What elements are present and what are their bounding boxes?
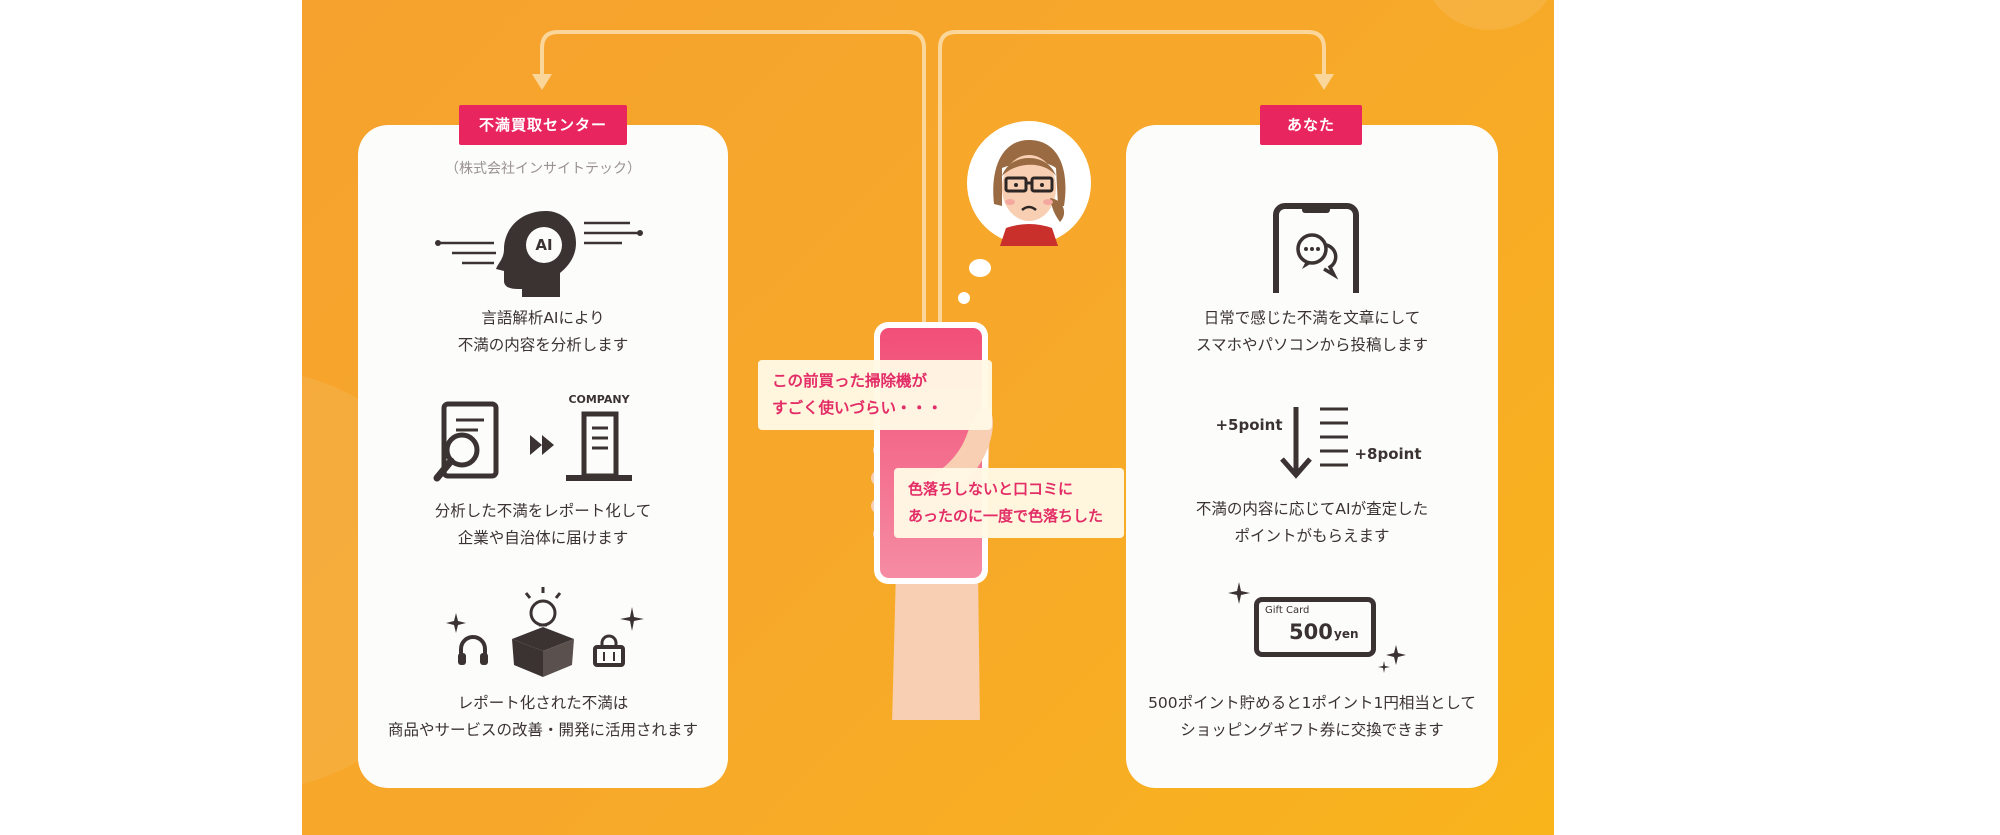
step2-caption: 不満の内容に応じてAIが査定した ポイントがもらえます	[1195, 500, 1429, 545]
you-card: 日常で感じた不満を文章にして スマホやパソコンから投稿します +5point +…	[1126, 125, 1498, 788]
headphones-icon	[458, 635, 488, 665]
gift-card: Gift Card 500 yen	[1254, 597, 1376, 657]
lightbulb-box-icon	[512, 587, 574, 677]
user-avatar	[967, 121, 1091, 246]
sparkle-icon	[1378, 645, 1406, 673]
you-tag: あなた	[1260, 105, 1362, 145]
report-magnifier-icon	[433, 401, 499, 482]
infographic: （株式会社インサイトテック） AI 言語解析AIにより 不満の内容を分析します …	[302, 0, 1554, 835]
flow-arrows	[532, 30, 1334, 332]
ai-head-icon	[435, 211, 643, 297]
sparkle-icon	[1228, 582, 1250, 604]
step2-caption: 分析した不満をレポート化して 企業や自治体に届けます	[434, 502, 652, 547]
gift-card-unit: yen	[1334, 627, 1359, 641]
insight-tech-card: （株式会社インサイトテック） AI 言語解析AIにより 不満の内容を分析します …	[358, 125, 728, 788]
company-label: COMPANY	[568, 393, 630, 406]
smartphone-chat-icon	[1273, 203, 1359, 293]
thought-dots	[958, 259, 991, 304]
sparkle-icon	[446, 613, 466, 633]
forward-icon	[530, 435, 554, 455]
step3-caption: レポート化された不満は 商品やサービスの改善・開発に活用されます	[387, 694, 698, 739]
company-building-icon	[566, 411, 632, 481]
step3-caption: 500ポイント貯めると1ポイント1円相当として ショッピングギフト券に交換できま…	[1148, 694, 1476, 739]
company-name: （株式会社インサイトテック）	[445, 161, 641, 177]
point-list-arrow-icon	[1280, 407, 1348, 479]
complaint-bubble-1: この前買った掃除機が すごく使いづらい・・・	[758, 360, 992, 430]
point-label-5: +5point	[1215, 416, 1283, 434]
shopping-basket-icon	[593, 634, 625, 667]
gift-card-label: Gift Card	[1265, 605, 1310, 616]
gift-card-value: 500	[1289, 620, 1333, 644]
step1-caption: 言語解析AIにより 不満の内容を分析します	[457, 309, 629, 354]
ai-badge-label: AI	[535, 236, 553, 254]
insight-tech-tag: 不満買取センター	[459, 105, 627, 145]
sparkle-icon	[620, 607, 644, 631]
point-label-8: +8point	[1354, 445, 1422, 463]
step1-caption: 日常で感じた不満を文章にして スマホやパソコンから投稿します	[1195, 309, 1429, 354]
complaint-bubble-2: 色落ちしないと口コミに あったのに一度で色落ちした	[894, 468, 1124, 538]
